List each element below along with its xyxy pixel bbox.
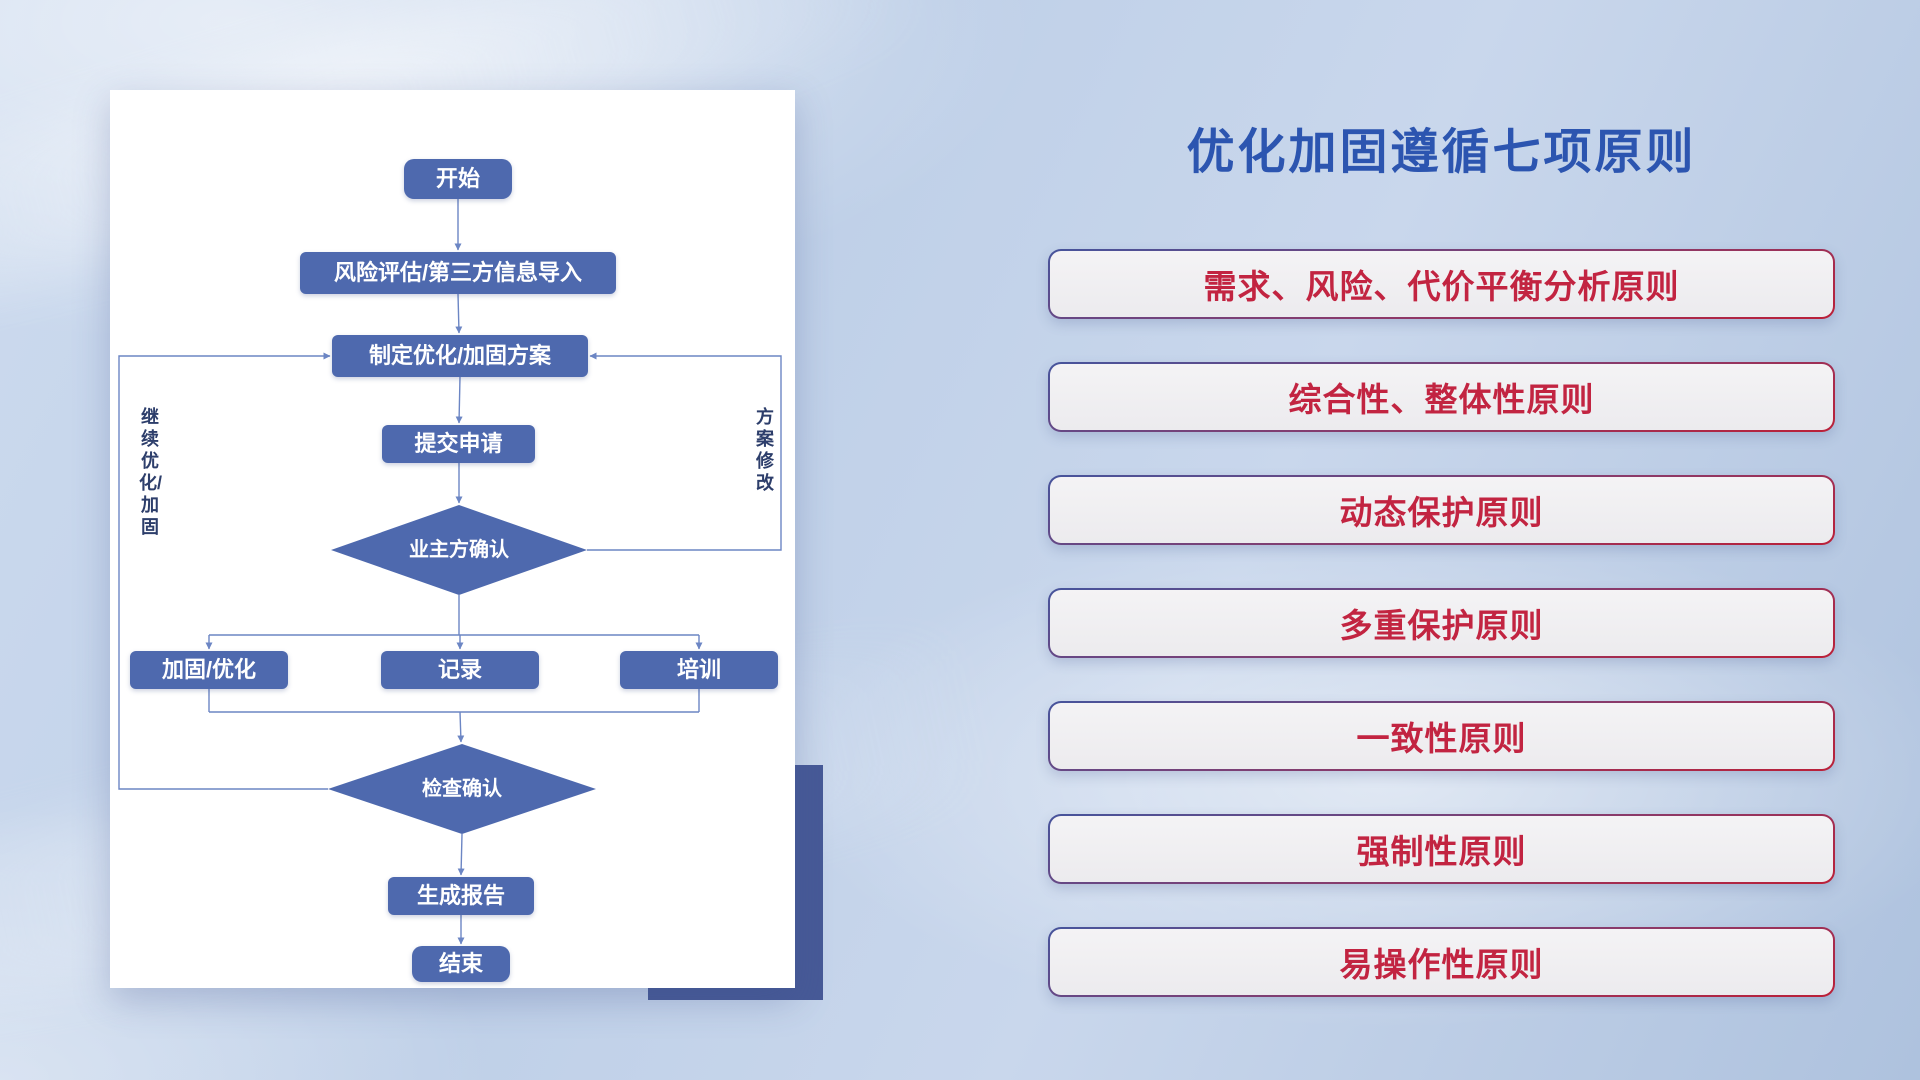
loop-label-continue-optimize: 继续优化/加固: [139, 407, 163, 537]
principle-label: 动态保护原则: [1339, 494, 1544, 531]
principle-label: 需求、风险、代价平衡分析原则: [1203, 268, 1680, 305]
principle-label: 综合性、整体性原则: [1288, 381, 1595, 418]
flow-node-reinforce: 加固/优化: [130, 651, 288, 689]
principle-label: 强制性原则: [1356, 833, 1527, 870]
flow-node-submit: 提交申请: [382, 425, 535, 463]
page-title: 优化加固遵循七项原则: [1186, 126, 1697, 179]
principle-label: 易操作性原则: [1339, 946, 1544, 983]
principle-label: 一致性原则: [1356, 720, 1527, 757]
principle-box-inner: 需求、风险、代价平衡分析原则: [1050, 251, 1833, 317]
principle-box: 一致性原则: [1048, 701, 1835, 771]
principle-box-inner: 动态保护原则: [1050, 477, 1833, 543]
flow-node-report: 生成报告: [388, 877, 534, 915]
flow-node-start: 开始: [404, 159, 512, 199]
principle-box: 动态保护原则: [1048, 475, 1835, 545]
principle-box: 需求、风险、代价平衡分析原则: [1048, 249, 1835, 319]
principle-box: 多重保护原则: [1048, 588, 1835, 658]
principle-box: 综合性、整体性原则: [1048, 362, 1835, 432]
principle-box: 易操作性原则: [1048, 927, 1835, 997]
flow-node-record: 记录: [381, 651, 539, 689]
principle-label: 多重保护原则: [1339, 607, 1544, 644]
principles-list: 需求、风险、代价平衡分析原则 综合性、整体性原则 动态保护原则 多重保护原则 一…: [1048, 249, 1835, 997]
flowchart-connectors: [118, 199, 782, 945]
flow-node-end: 结束: [412, 946, 510, 982]
principle-box-inner: 多重保护原则: [1050, 590, 1833, 656]
loop-label-plan-revision: 方案修改: [756, 407, 774, 493]
principle-box-inner: 强制性原则: [1050, 816, 1833, 882]
flow-node-risk-import: 风险评估/第三方信息导入: [300, 252, 616, 294]
principle-box-inner: 一致性原则: [1050, 703, 1833, 769]
principle-box-inner: 综合性、整体性原则: [1050, 364, 1833, 430]
flow-node-make-plan: 制定优化/加固方案: [332, 335, 588, 377]
principle-box: 强制性原则: [1048, 814, 1835, 884]
flow-node-training: 培训: [620, 651, 778, 689]
principle-box-inner: 易操作性原则: [1050, 929, 1833, 995]
flowchart-card: 开始 风险评估/第三方信息导入 制定优化/加固方案 提交申请 业主方确认 加固/…: [110, 90, 795, 988]
